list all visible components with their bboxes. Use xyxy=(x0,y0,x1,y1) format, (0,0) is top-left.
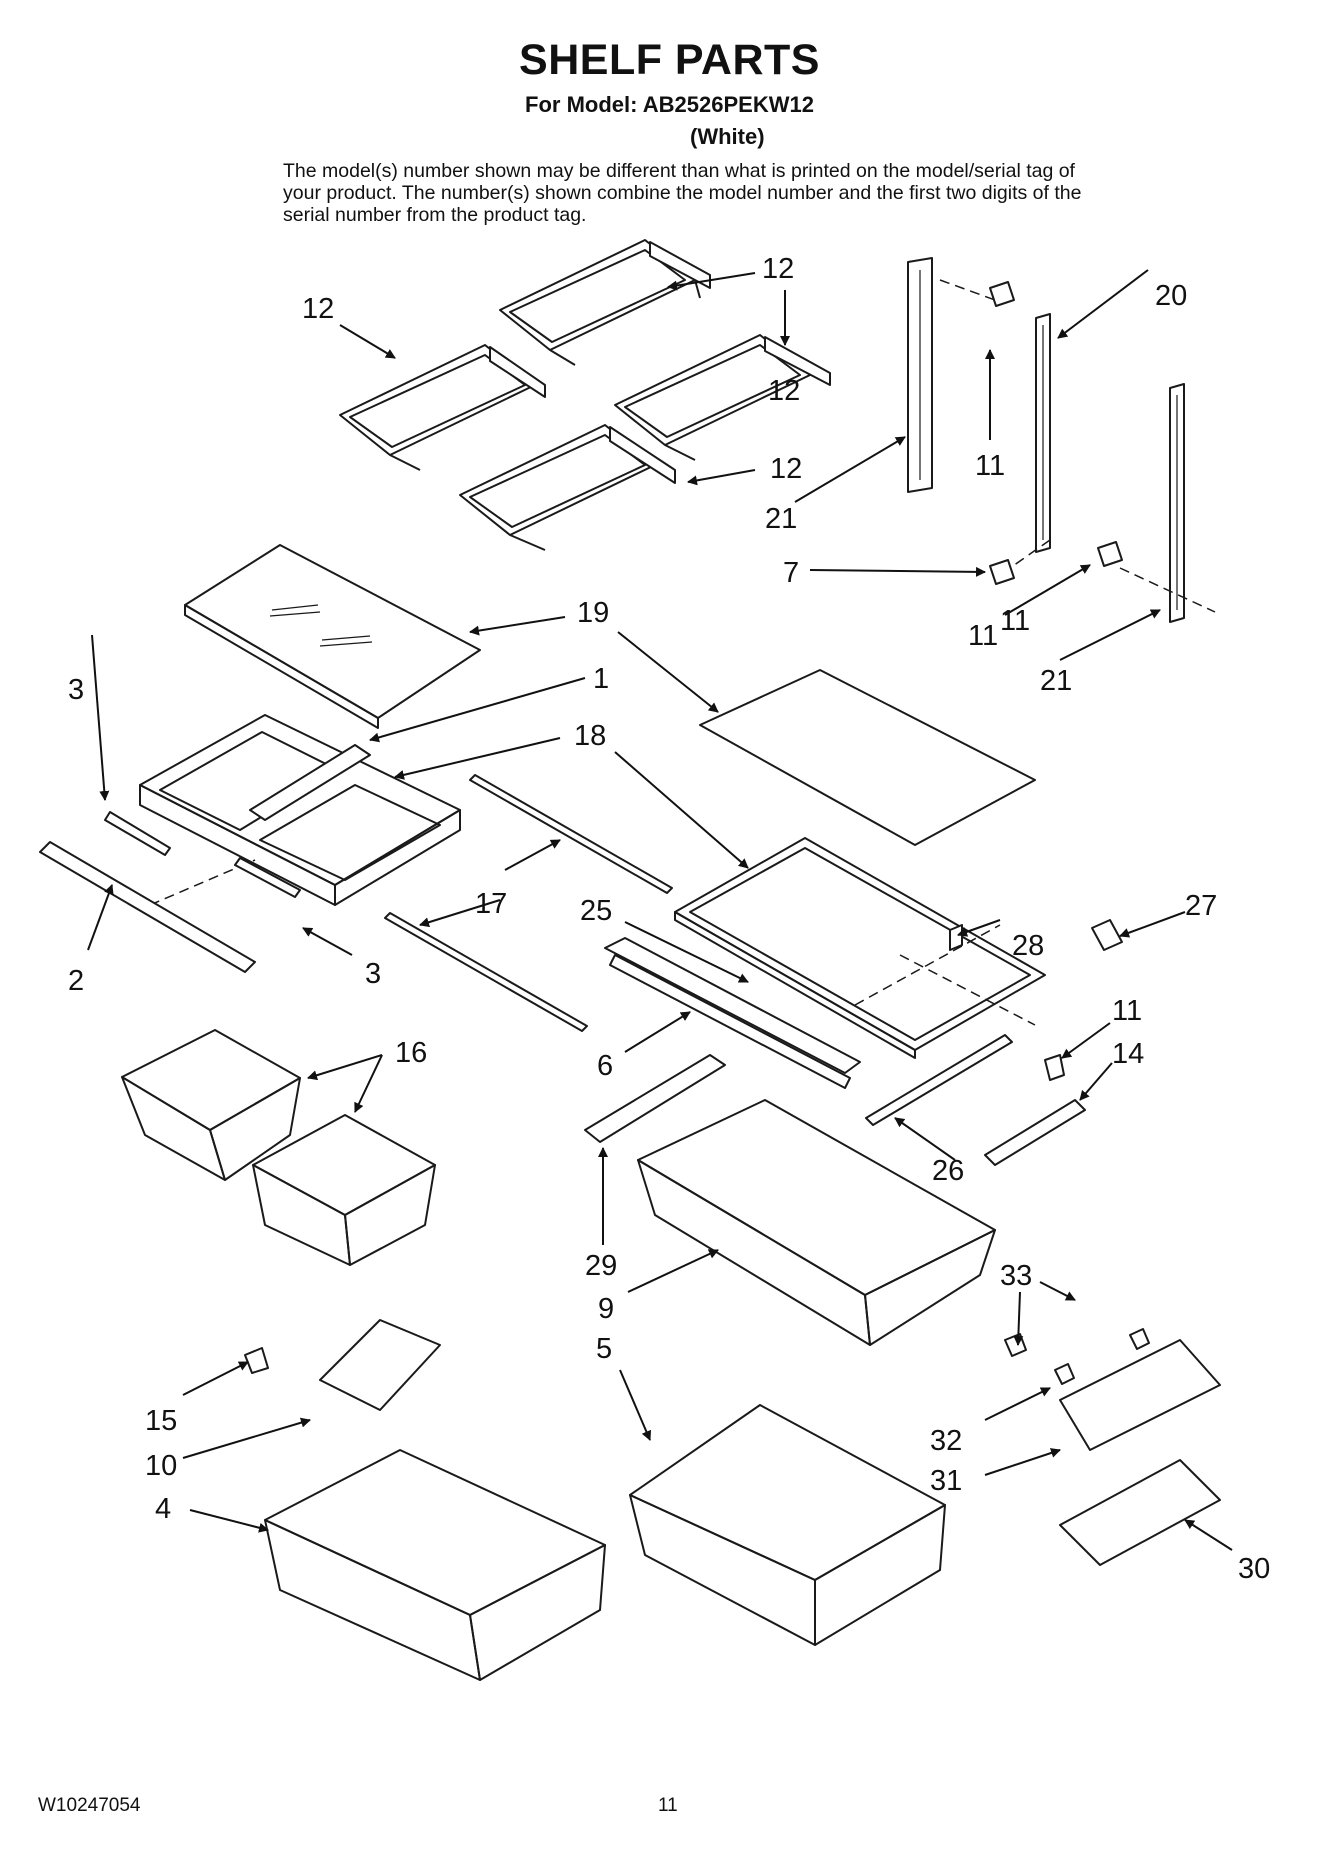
callout-label: 26 xyxy=(932,1155,964,1187)
screw-11 xyxy=(1044,1054,1065,1081)
callout-label: 16 xyxy=(395,1037,427,1069)
door-shelf xyxy=(459,424,676,551)
bracket-26 xyxy=(865,1034,1013,1126)
crisper-bin-right xyxy=(252,1114,436,1266)
rail-2 xyxy=(39,841,256,973)
leader-lines xyxy=(87,269,1233,1551)
callout-label: 21 xyxy=(765,503,797,535)
rail-3-top xyxy=(104,811,171,856)
callout-labels: 12 12 12 12 20 11 21 7 11 11 21 19 1 3 1… xyxy=(68,253,1270,1585)
callout-label: 14 xyxy=(1112,1038,1144,1070)
washer-33 xyxy=(1129,1328,1150,1350)
glass-shelf-left xyxy=(184,544,481,729)
callout-label: 27 xyxy=(1185,890,1217,922)
wire-basket-right xyxy=(629,1404,946,1646)
shelf-frame xyxy=(674,837,1046,1059)
callout-label: 11 xyxy=(1112,995,1142,1027)
document-number: W10247054 xyxy=(38,1795,141,1816)
callout-label: 19 xyxy=(577,597,609,629)
callout-label: 6 xyxy=(597,1050,613,1082)
trim-25 xyxy=(604,937,861,1074)
callout-label: 31 xyxy=(930,1465,962,1497)
glass-shelf-right xyxy=(699,669,1036,846)
divider-29 xyxy=(584,1054,726,1143)
screw-15 xyxy=(244,1347,269,1374)
callout-label: 1 xyxy=(593,663,609,695)
washer-32 xyxy=(1054,1363,1075,1385)
model-line: For Model: AB2526PEKW12 xyxy=(525,92,814,117)
callout-label: 30 xyxy=(1238,1553,1270,1585)
ice-tray-30 xyxy=(1059,1459,1221,1566)
screw xyxy=(1097,541,1123,567)
clip-28 xyxy=(949,924,963,951)
screw-33 xyxy=(1004,1333,1027,1357)
callout-label: 21 xyxy=(1040,665,1072,697)
door-shelf xyxy=(339,344,546,471)
callout-label: 28 xyxy=(1012,930,1044,962)
callout-label: 15 xyxy=(145,1405,177,1437)
callout-label: 11 xyxy=(975,450,1005,482)
callout-label: 32 xyxy=(930,1425,962,1457)
callout-label: 25 xyxy=(580,895,612,927)
callout-label: 12 xyxy=(770,453,802,485)
callout-label: 9 xyxy=(598,1293,614,1325)
crisper-bin-left xyxy=(121,1029,301,1181)
callout-label: 12 xyxy=(302,293,334,325)
bracket-14 xyxy=(984,1099,1086,1166)
trim-6 xyxy=(609,954,851,1089)
crisper-tray xyxy=(139,714,461,906)
rail-3-bottom xyxy=(234,857,301,898)
callout-label: 12 xyxy=(768,375,800,407)
callout-label: 3 xyxy=(68,674,84,706)
door-shelf-group xyxy=(339,239,831,551)
screw xyxy=(989,559,1015,585)
callout-label: 2 xyxy=(68,965,84,997)
callout-label: 3 xyxy=(365,958,381,990)
model-color: (White) xyxy=(690,124,765,149)
callout-label: 33 xyxy=(1000,1260,1032,1292)
disclaimer-text: The model(s) number shown may be differe… xyxy=(283,160,1082,226)
rod-17-bottom xyxy=(384,912,588,1032)
callout-label: 17 xyxy=(475,888,507,920)
callout-label: 18 xyxy=(574,720,606,752)
page-number: 11 xyxy=(658,1795,678,1816)
callout-label: 11 xyxy=(1000,605,1030,637)
clip-27 xyxy=(1091,919,1123,951)
callout-label: 20 xyxy=(1155,280,1187,312)
bracket-10 xyxy=(319,1319,441,1411)
rail-assemblies xyxy=(907,257,1216,623)
ice-tray-31 xyxy=(1059,1339,1221,1451)
screw xyxy=(989,281,1015,307)
freezer-tray xyxy=(637,1099,996,1346)
callout-label: 7 xyxy=(783,557,799,589)
callout-label: 12 xyxy=(762,253,794,285)
callout-label: 11 xyxy=(968,620,998,652)
rod-17-top xyxy=(469,774,673,894)
wire-basket-left xyxy=(264,1449,606,1681)
callout-label: 29 xyxy=(585,1250,617,1282)
door-shelf xyxy=(499,239,711,366)
page-title: SHELF PARTS xyxy=(519,36,820,84)
callout-label: 5 xyxy=(596,1333,612,1365)
callout-label: 4 xyxy=(155,1493,171,1525)
door-shelf xyxy=(614,334,831,461)
callout-label: 10 xyxy=(145,1450,177,1482)
